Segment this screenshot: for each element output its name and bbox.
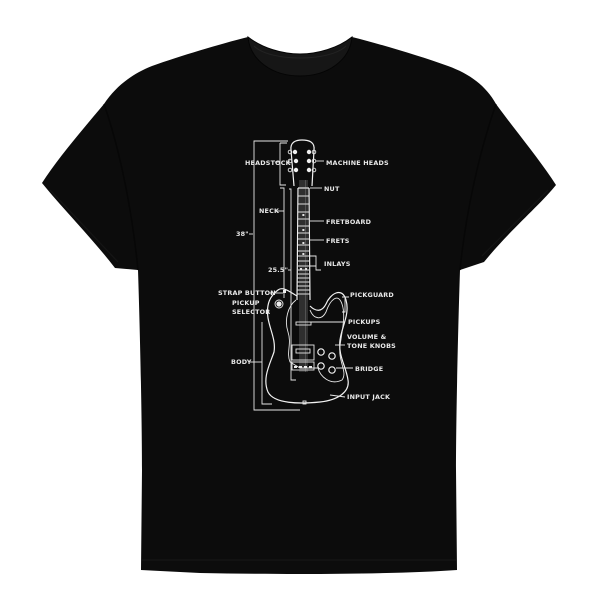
label-knobs-1: VOLUME & — [347, 333, 387, 341]
label-pickup-selector-1: PICKUP — [232, 299, 260, 307]
label-knobs-2: TONE KNOBS — [347, 342, 396, 350]
label-fretboard: FRETBOARD — [326, 218, 371, 226]
tshirt-body — [42, 37, 556, 574]
collar — [247, 35, 353, 77]
label-length: 38" — [236, 230, 249, 238]
label-strap-button: STRAP BUTTON — [218, 289, 276, 297]
label-pickup-selector-2: SELECTOR — [232, 308, 270, 316]
label-headstock: HEADSTOCK — [245, 159, 292, 167]
guitar-diagram — [249, 139, 353, 411]
label-inlays: INLAYS — [324, 260, 351, 268]
label-scale-length: 25.5" — [268, 266, 288, 274]
label-nut: NUT — [324, 185, 340, 193]
label-pickguard: PICKGUARD — [350, 291, 394, 299]
guitar-body — [265, 288, 349, 404]
label-body: BODY — [231, 358, 252, 366]
label-neck: NECK — [259, 207, 280, 215]
label-bridge: BRIDGE — [355, 365, 383, 373]
label-pickups: PICKUPS — [348, 318, 381, 326]
label-frets: FRETS — [326, 237, 350, 245]
label-input-jack: INPUT JACK — [347, 393, 391, 401]
label-machine-heads: MACHINE HEADS — [326, 159, 389, 167]
